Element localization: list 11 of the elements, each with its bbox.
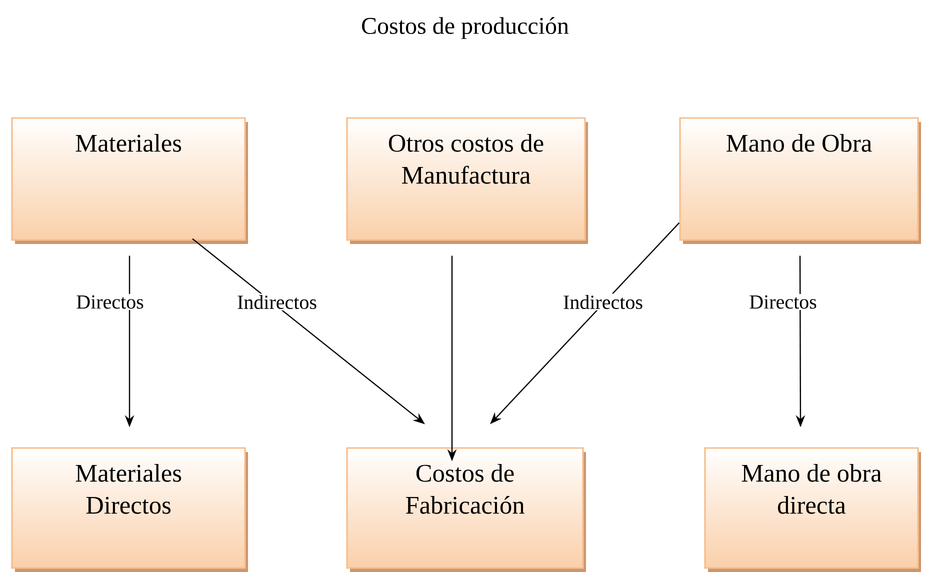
edge-label: Indirectos [236,294,318,310]
edge-label: Directos [748,294,818,310]
edge-label: Directos [74,294,146,310]
process-box: Costos de Fabricación [346,447,586,572]
process-box: Mano de obra directa [704,447,921,572]
title: Costos de producción [362,17,569,39]
process-box: Materiales Directos [11,447,248,572]
process-box: Otros costos de Manufactura [346,117,588,244]
process-box: Mano de Obra [679,117,921,244]
edge-label: Indirectos [562,294,644,310]
process-box: Materiales [11,117,248,244]
